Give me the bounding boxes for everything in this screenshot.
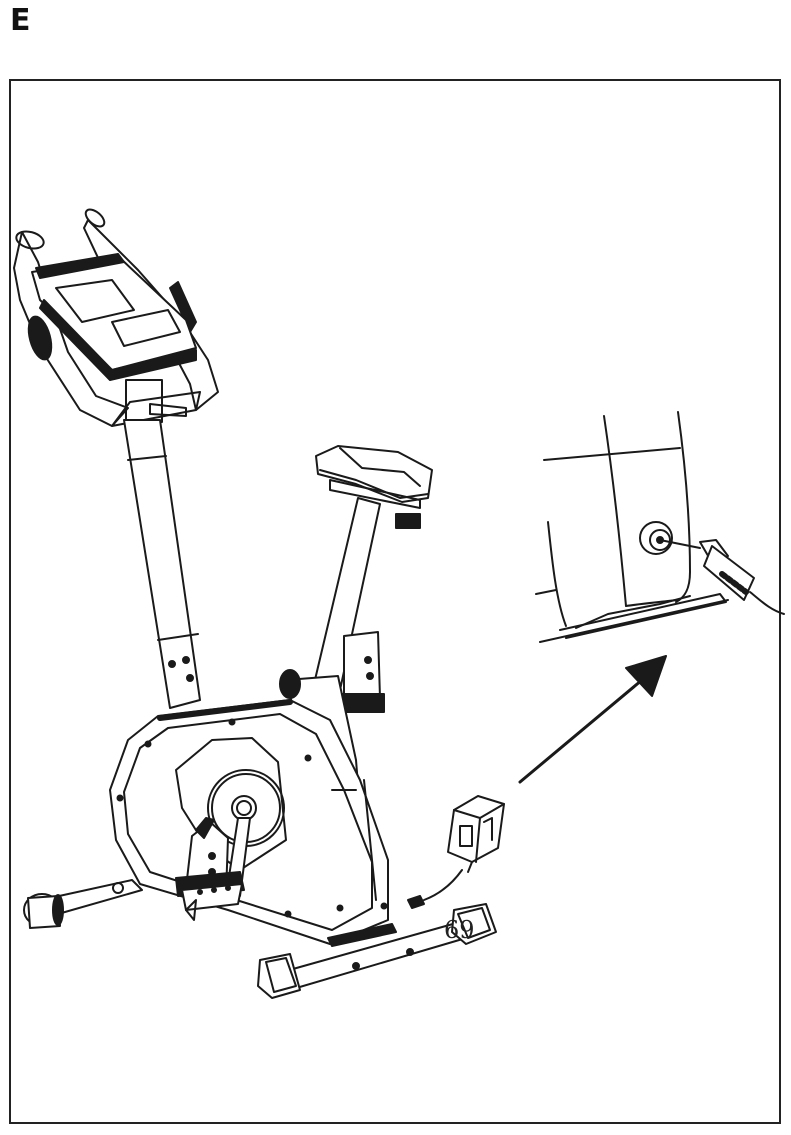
- exercise-bike-icon: 69: [13, 208, 497, 999]
- arrow-up-right-icon: [518, 655, 667, 784]
- dc-plug-icon: [659, 539, 785, 615]
- detail-inset: [535, 411, 785, 643]
- step-letter: E: [10, 3, 31, 38]
- seat: [315, 445, 433, 503]
- power-adapter-icon: [447, 795, 505, 873]
- power-socket: [639, 521, 673, 555]
- part-number-label: 69: [444, 916, 475, 944]
- illustration-frame: [9, 79, 781, 1124]
